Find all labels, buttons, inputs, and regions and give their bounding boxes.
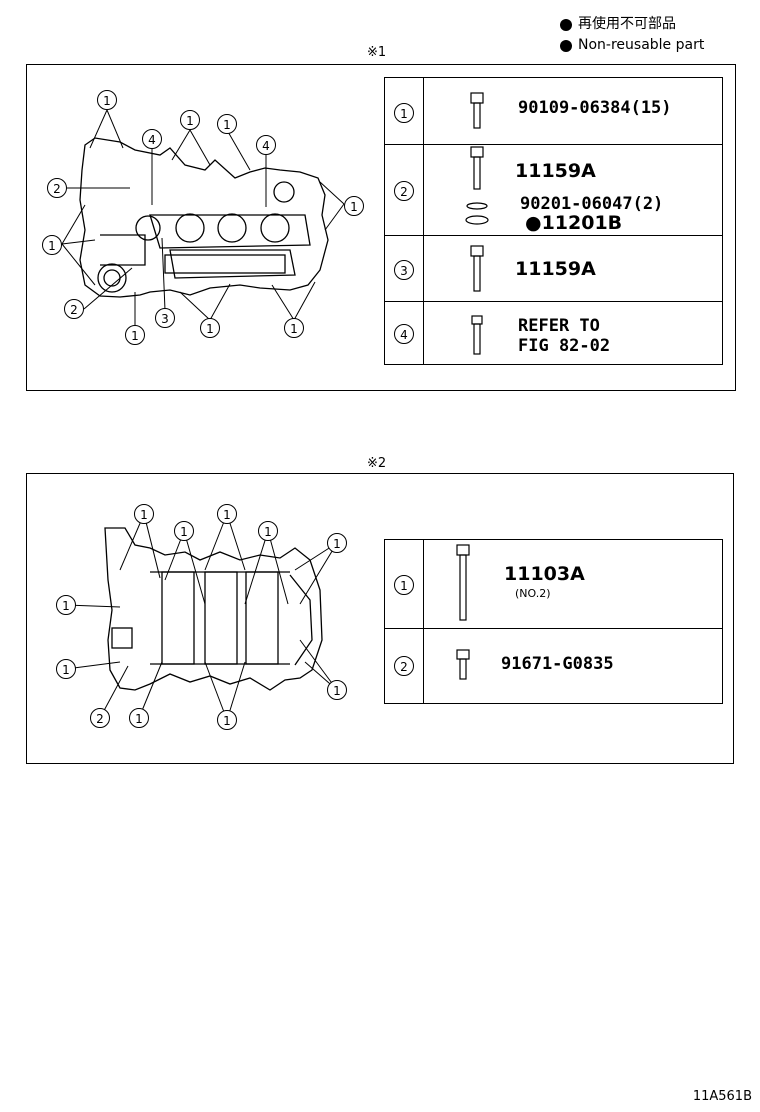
- callout-1: 1: [217, 710, 237, 730]
- fig1-parts-table: 1 90109-06384(15) 2 11159A 90201-06047(2…: [384, 77, 723, 365]
- row-number: 2: [394, 181, 414, 201]
- table-row: [385, 628, 722, 704]
- fig2-parts-table: 1 11103A (NO.2) 2 91671-G0835: [384, 539, 723, 704]
- callout-1: 1: [97, 90, 117, 110]
- non-reusable-part-number: ●11201B: [525, 212, 623, 234]
- fig2-panel: [26, 473, 734, 764]
- cylinder-head-drawing: [79, 137, 329, 298]
- non-reusable-dot-icon: [560, 39, 572, 52]
- legend-row-en: Non-reusable part: [560, 35, 704, 56]
- part-number: 11159A: [515, 160, 596, 182]
- callout-1: 1: [180, 110, 200, 130]
- table-row: [385, 235, 722, 302]
- table-row: [385, 144, 722, 236]
- callout-1: 1: [56, 659, 76, 679]
- part-number: 90109-06384(15): [518, 98, 672, 118]
- fig1-panel: [26, 64, 736, 391]
- diagram-code: 11A561B: [692, 1089, 752, 1104]
- reference-text: REFER TO: [518, 316, 600, 336]
- bolt-icons: [456, 92, 489, 680]
- callout-1: 1: [258, 521, 278, 541]
- non-reusable-dot-icon: [560, 18, 572, 31]
- part-number: 11103A: [504, 563, 585, 585]
- callout-2: 2: [47, 178, 67, 198]
- row-number: 2: [394, 656, 414, 676]
- legend-row-jp: 再使用不可部品: [560, 14, 704, 35]
- callout-1: 1: [327, 680, 347, 700]
- callout-1: 1: [284, 318, 304, 338]
- callout-4: 4: [256, 135, 276, 155]
- callout-1: 1: [217, 504, 237, 524]
- callout-2: 2: [64, 299, 84, 319]
- part-number: 91671-G0835: [501, 654, 614, 674]
- callout-1: 1: [42, 235, 62, 255]
- callout-1: 1: [125, 325, 145, 345]
- callout-1: 1: [174, 521, 194, 541]
- row-number: 1: [394, 103, 414, 123]
- table-divider: [423, 540, 424, 703]
- row-number: 4: [394, 324, 414, 344]
- callout-1: 1: [344, 196, 364, 216]
- part-note: (NO.2): [515, 587, 551, 600]
- table-row: [385, 301, 722, 365]
- callout-1: 1: [217, 114, 237, 134]
- table-divider: [423, 78, 424, 364]
- callout-3: 3: [155, 308, 175, 328]
- fig1-mark: ※1: [367, 45, 387, 60]
- callout-1: 1: [56, 595, 76, 615]
- legend-en-label: Non-reusable part: [578, 37, 705, 53]
- callout-2: 2: [90, 708, 110, 728]
- part-number: 90201-06047(2): [520, 194, 664, 214]
- part-number: 11159A: [515, 258, 596, 280]
- row-number: 3: [394, 260, 414, 280]
- row-number: 1: [394, 575, 414, 595]
- reference-text: FIG 82-02: [518, 336, 611, 356]
- cylinder-block-drawing: [104, 527, 323, 691]
- callout-1: 1: [200, 318, 220, 338]
- callout-1: 1: [327, 533, 347, 553]
- legend: 再使用不可部品 Non-reusable part: [560, 14, 704, 56]
- legend-jp-label: 再使用不可部品: [578, 16, 676, 32]
- callout-1: 1: [129, 708, 149, 728]
- callout-1: 1: [134, 504, 154, 524]
- callout-4: 4: [142, 129, 162, 149]
- fig2-mark: ※2: [367, 456, 387, 471]
